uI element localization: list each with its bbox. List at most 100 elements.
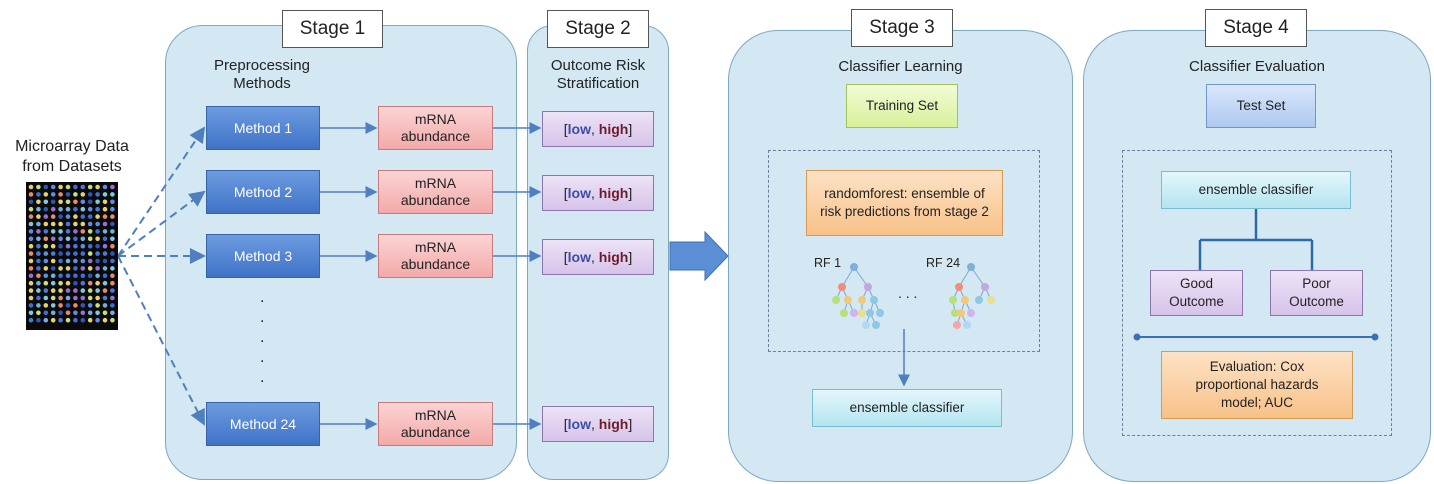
microarray-spot <box>73 280 78 286</box>
stage1-heading-line1: Preprocessing <box>214 57 310 74</box>
input-title: Microarray Data from Datasets <box>0 137 144 177</box>
microarray-spot <box>95 243 100 249</box>
microarray-spot <box>50 243 56 249</box>
microarray-spot <box>80 214 86 219</box>
microarray-spot <box>65 214 71 219</box>
separator-dot-right <box>1371 333 1379 341</box>
microarray-spot <box>110 258 115 264</box>
microarray-spot <box>43 258 49 264</box>
microarray-spot <box>65 295 71 301</box>
microarray-spot <box>95 280 100 286</box>
microarray-spot <box>58 199 63 205</box>
microarray-spot <box>28 243 34 249</box>
microarray-spot <box>28 310 34 316</box>
microarray-spot <box>73 273 78 279</box>
microarray-spot <box>36 288 41 293</box>
microarray-spot <box>80 199 86 205</box>
microarray-spot <box>43 184 49 190</box>
microarray-spot <box>95 295 100 301</box>
microarray-spot <box>87 295 93 301</box>
method-1-box: Method 1 <box>206 106 320 150</box>
microarray-spot <box>95 192 100 197</box>
stage2-label: Stage 2 <box>547 10 649 48</box>
poor-line1: Poor <box>1302 276 1331 291</box>
microarray-spot <box>28 317 34 323</box>
microarray-background <box>26 182 118 330</box>
mrna-line1: mRNA <box>414 111 457 127</box>
microarray-spot <box>58 280 63 286</box>
microarray-spot <box>43 236 49 242</box>
microarray-spot <box>102 199 108 205</box>
microarray-spot <box>95 303 100 308</box>
microarray-spot <box>43 243 49 249</box>
microarray-spot <box>102 192 108 197</box>
tree-rf24-nodes <box>949 263 995 329</box>
microarray-spot <box>65 258 71 264</box>
microarray-spot <box>28 214 34 219</box>
microarray-spot <box>110 295 115 301</box>
risk-high: high <box>598 121 629 137</box>
microarray-spot <box>28 295 34 301</box>
microarray-spot <box>58 192 63 197</box>
microarray-spot <box>102 317 108 323</box>
microarray-spot <box>80 280 86 286</box>
microarray-spot <box>36 303 41 308</box>
microarray-spot <box>102 251 108 256</box>
microarray-spot <box>50 317 56 323</box>
microarray-spot <box>58 295 63 301</box>
microarray-spot <box>65 243 71 249</box>
mrna-line2: abundance <box>400 256 471 272</box>
risk-close: ] <box>628 416 633 432</box>
microarray-spot <box>87 273 93 279</box>
microarray-spot <box>87 303 93 308</box>
microarray-spot <box>73 251 78 256</box>
microarray-spot <box>36 192 41 197</box>
microarray-spot <box>65 303 71 308</box>
microarray-spot <box>65 192 71 197</box>
microarray-spot <box>110 310 115 316</box>
microarray-spot <box>102 288 108 293</box>
risk-high: high <box>598 185 629 201</box>
microarray-spot <box>50 288 56 293</box>
microarray-spot <box>43 214 49 219</box>
microarray-spot <box>28 192 34 197</box>
microarray-spot <box>95 221 100 227</box>
block-arrow <box>669 230 729 282</box>
microarray-spot <box>28 206 34 212</box>
microarray-spot <box>110 221 115 227</box>
mrna-line2: abundance <box>400 192 471 208</box>
ellipsis-dot: . <box>260 349 265 366</box>
microarray-spot <box>80 221 86 227</box>
microarray-spot <box>80 258 86 264</box>
risk-box-1: [low, high] <box>542 111 654 147</box>
microarray-spot <box>28 221 34 227</box>
input-title-line2: from Datasets <box>22 158 122 175</box>
stage3-label: Stage 3 <box>851 9 953 47</box>
microarray-spot <box>110 214 115 219</box>
stage3-heading: Classifier Learning <box>838 58 963 75</box>
microarray-spot <box>80 243 86 249</box>
method-24-box: Method 24 <box>206 402 320 446</box>
microarray-spot <box>102 303 108 308</box>
microarray-spot <box>110 280 115 286</box>
microarray-spot <box>95 229 100 234</box>
microarray-spot <box>50 266 56 271</box>
microarray-spot <box>87 184 93 190</box>
microarray-spot <box>110 236 115 242</box>
microarray-spot <box>36 258 41 264</box>
microarray-spot <box>102 295 108 301</box>
risk-sep: , <box>591 416 599 432</box>
eval-line3: model; AUC <box>1220 395 1293 410</box>
mrna-line2: abundance <box>400 424 471 440</box>
microarray-spot <box>43 206 49 212</box>
separator-dot-left <box>1133 333 1141 341</box>
microarray-spot <box>58 221 63 227</box>
microarray-spot <box>87 251 93 256</box>
microarray-spot <box>43 295 49 301</box>
microarray-spot <box>80 236 86 242</box>
microarray-spot <box>36 221 41 227</box>
stage1-label: Stage 1 <box>282 10 383 48</box>
microarray-spot <box>73 184 78 190</box>
